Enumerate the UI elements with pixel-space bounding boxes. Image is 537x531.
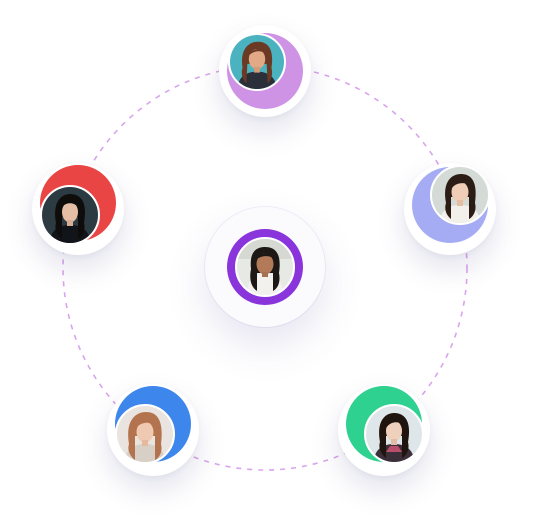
bottom-left-avatar-card[interactable]: [107, 384, 199, 476]
bottom-left-avatar: [115, 404, 175, 464]
top-avatar-card[interactable]: [219, 25, 311, 117]
right-avatar: [430, 165, 490, 225]
center-avatar-card[interactable]: [205, 207, 325, 327]
center-avatar: [235, 237, 295, 297]
bottom-right-avatar-card[interactable]: [338, 384, 430, 476]
right-avatar-card[interactable]: [404, 163, 496, 255]
left-avatar: [40, 185, 100, 245]
bottom-right-avatar: [364, 404, 424, 464]
top-avatar: [228, 33, 286, 91]
left-avatar-card[interactable]: [32, 163, 124, 255]
